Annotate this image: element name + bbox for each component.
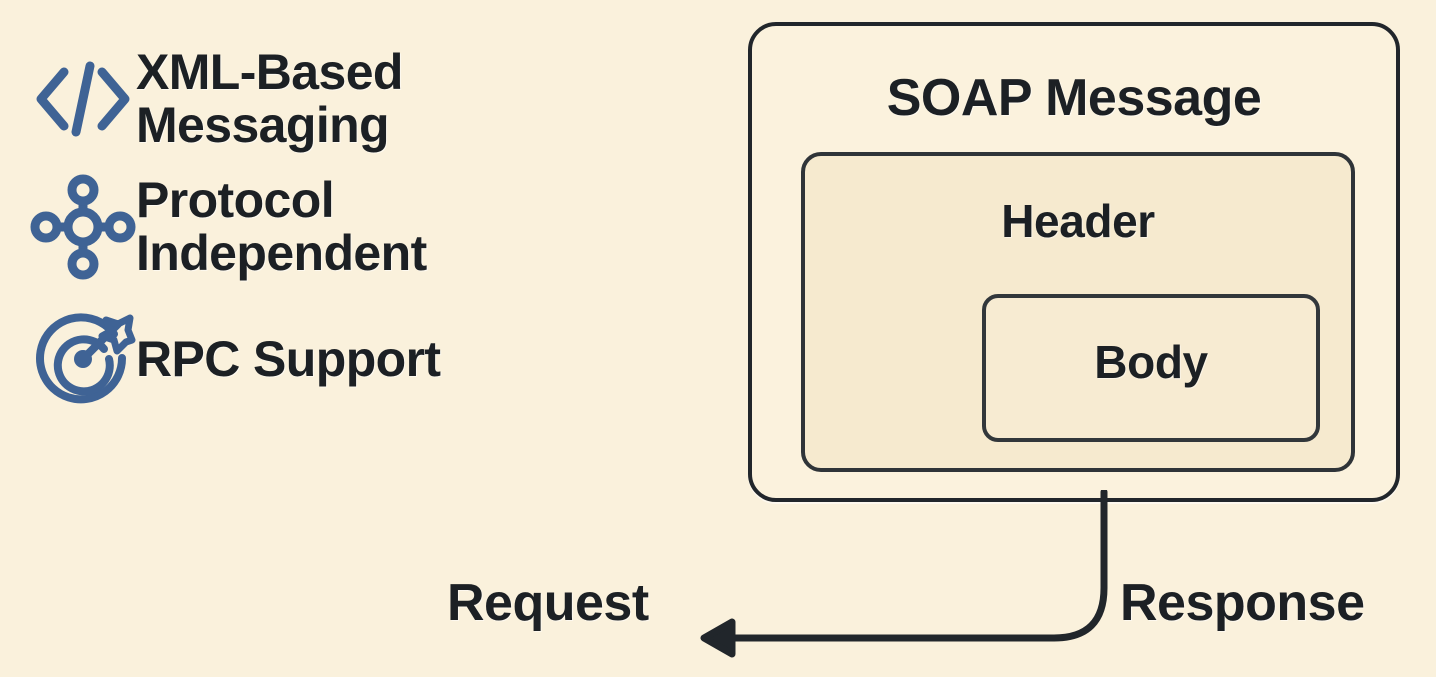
soap-header-title: Header [1001, 195, 1155, 247]
soap-message-box: SOAP Message Header Body [748, 22, 1400, 502]
soap-body-box: Body [982, 294, 1320, 442]
network-hub-icon [30, 174, 136, 280]
feature-label: XML-Based Messaging [136, 44, 403, 153]
soap-message-title: SOAP Message [886, 69, 1262, 127]
feature-item-xml-based-messaging: XML-Based Messaging [30, 46, 590, 152]
feature-list: XML-Based Messaging [30, 46, 590, 412]
soap-header-box: Header Body [801, 152, 1355, 472]
soap-body-title: Body [1094, 336, 1208, 388]
feature-label: Protocol Independent [136, 172, 427, 281]
request-label: Request [447, 574, 649, 632]
response-label: Response [1120, 574, 1365, 632]
feature-item-protocol-independent: Protocol Independent [30, 174, 590, 280]
feature-label: RPC Support [136, 330, 441, 387]
feature-item-rpc-support: RPC Support [30, 306, 590, 412]
target-arrow-icon [30, 306, 136, 412]
code-brackets-icon [30, 46, 136, 152]
curved-arrow-left-icon [700, 490, 1108, 658]
